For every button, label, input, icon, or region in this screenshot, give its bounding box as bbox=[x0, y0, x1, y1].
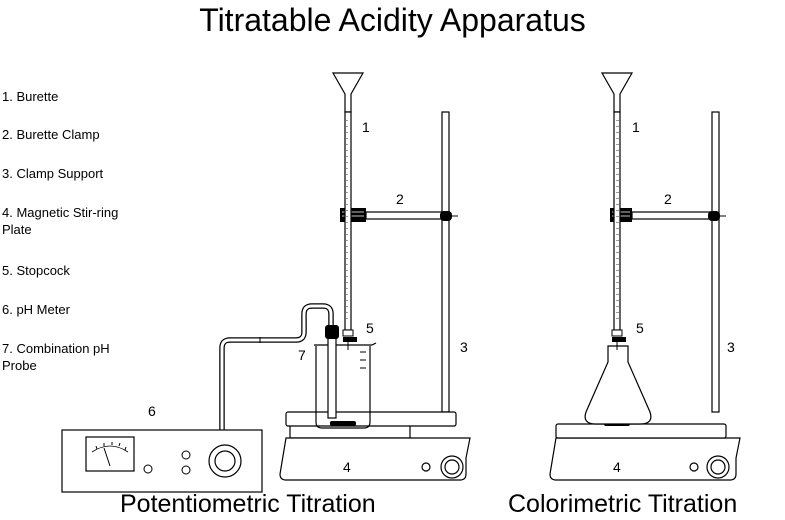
label-clamp: 2 bbox=[396, 191, 404, 207]
label-support-2: 3 bbox=[727, 339, 735, 355]
label-burette: 1 bbox=[362, 119, 370, 135]
meter-dial bbox=[85, 436, 135, 472]
stirring-plate-2 bbox=[549, 421, 741, 481]
plate-indicator bbox=[421, 462, 431, 472]
label-clamp-2: 2 bbox=[664, 191, 672, 207]
stirring-plate bbox=[279, 411, 471, 481]
legend-item-burette: 1. Burette bbox=[2, 89, 59, 104]
label-plate: 4 bbox=[343, 459, 351, 475]
legend-item-stopcock: 5. Stopcock bbox=[2, 263, 70, 278]
ph-meter bbox=[61, 429, 263, 493]
burette bbox=[331, 72, 365, 350]
legend-item-ph-probe: 7. Combination pH Probe bbox=[2, 341, 110, 373]
clamp-support-rod bbox=[441, 111, 450, 413]
label-stopcock-2: 5 bbox=[636, 320, 644, 336]
beaker bbox=[314, 342, 377, 429]
stopcock-2 bbox=[612, 337, 626, 342]
caption-colorimetric: Colorimetric Titration bbox=[508, 490, 738, 518]
label-burette-2: 1 bbox=[632, 119, 640, 135]
label-plate-2: 4 bbox=[613, 459, 621, 475]
diagram-title: Titratable Acidity Apparatus bbox=[199, 2, 586, 38]
legend-item-stirring-plate: 4. Magnetic Stir-ring Plate bbox=[2, 205, 119, 237]
label-meter: 6 bbox=[148, 403, 156, 419]
label-probe: 7 bbox=[298, 347, 306, 363]
burette-clamp-2 bbox=[610, 208, 726, 222]
label-stopcock: 5 bbox=[366, 320, 374, 336]
legend-item-clamp-support: 3. Clamp Support bbox=[2, 166, 104, 181]
erlenmeyer-flask bbox=[584, 345, 652, 425]
clamp-support-rod-2 bbox=[711, 111, 720, 413]
potentiometric-setup bbox=[61, 72, 471, 493]
stopcock bbox=[343, 337, 357, 342]
burette-2 bbox=[600, 72, 634, 350]
colorimetric-setup bbox=[549, 72, 741, 481]
burette-clamp bbox=[340, 208, 458, 222]
caption-potentiometric: Potentiometric Titration bbox=[120, 490, 376, 518]
legend-item-ph-meter: 6. pH Meter bbox=[2, 302, 70, 317]
legend-item-burette-clamp: 2. Burette Clamp bbox=[2, 127, 100, 142]
ph-probe bbox=[325, 325, 339, 419]
label-support: 3 bbox=[460, 339, 468, 355]
